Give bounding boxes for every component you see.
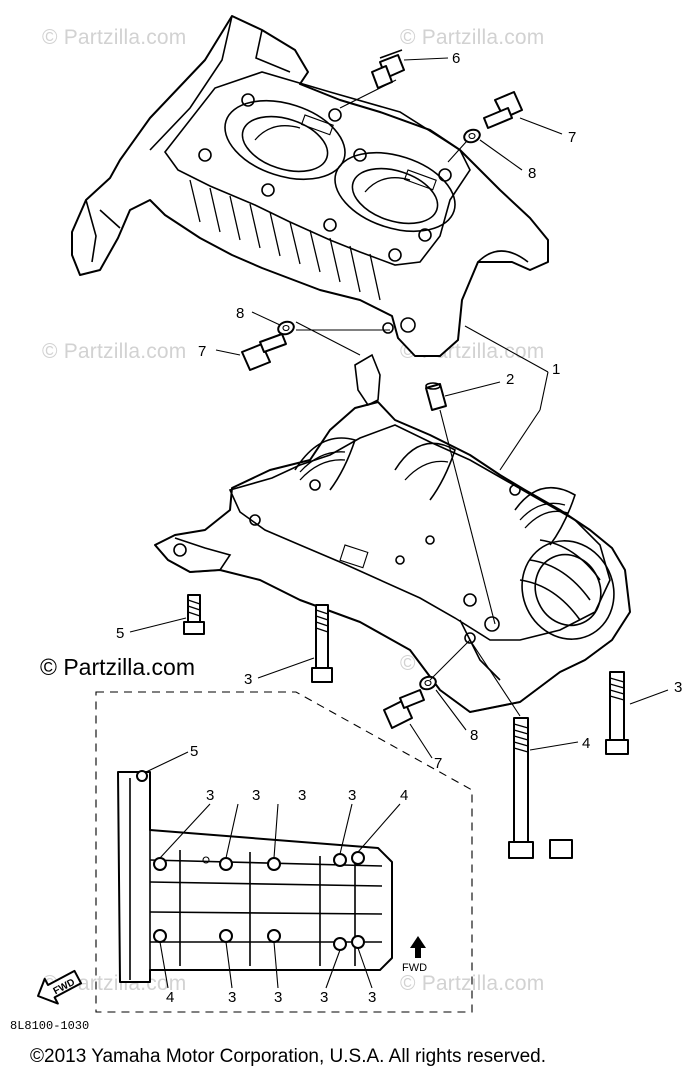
callout-4: 4: [582, 735, 590, 752]
callout-3: 3: [244, 671, 252, 688]
inset-callout-3: 3: [274, 989, 282, 1006]
callout-3: 3: [674, 679, 682, 696]
part-8-washer: [463, 128, 481, 144]
callout-6: 6: [452, 50, 460, 67]
inset-callout-3: 3: [228, 989, 236, 1006]
lower-crankcase: [154, 353, 631, 713]
callout-7: 7: [434, 755, 442, 772]
callout-2: 2: [506, 371, 514, 388]
part-6-plug: [371, 49, 405, 89]
inset-callout-3: 3: [252, 787, 260, 804]
leader-lines: [129, 57, 669, 759]
watermark: © Partzilla.com: [42, 340, 187, 363]
part-3-bolt: [311, 604, 333, 683]
inset-callout-5: 5: [190, 743, 198, 760]
callout-7: 7: [568, 129, 576, 146]
inset-callout-3: 3: [206, 787, 214, 804]
inset-bottom-view: [95, 691, 473, 1013]
inset-callout-3: 3: [320, 989, 328, 1006]
callout-5: 5: [116, 625, 124, 642]
figure-code: 8L8100-1030: [10, 1019, 90, 1033]
inset-fwd-label: FWD: [402, 962, 428, 974]
part-8-washer-lower: [419, 675, 437, 691]
watermark: © Partzilla.com: [400, 26, 545, 49]
part-7-bolt: [483, 91, 523, 129]
callout-1: 1: [552, 361, 560, 378]
brand-watermark: © Partzilla.com: [40, 654, 195, 680]
callout-7: 7: [198, 343, 206, 360]
inset-callout-3: 3: [368, 989, 376, 1006]
callout-8: 8: [528, 165, 536, 182]
part-3-bolt-right: [605, 671, 629, 755]
inset-callout-3: 3: [298, 787, 306, 804]
part-2-dowel: [425, 382, 447, 411]
fwd-direction-arrow: FWD: [37, 969, 83, 1005]
copyright-notice: ©2013 Yamaha Motor Corporation, U.S.A. A…: [30, 1046, 546, 1067]
watermark: © Partzilla.com: [42, 26, 187, 49]
inset-callout-3: 3: [348, 787, 356, 804]
callout-8: 8: [236, 305, 244, 322]
inset-callout-4: 4: [400, 787, 408, 804]
inset-callout-4: 4: [166, 989, 174, 1006]
upper-crankcase: [71, 15, 549, 357]
part-8-washer-left: [277, 320, 295, 336]
callout-8: 8: [470, 727, 478, 744]
part-5-bolt: [183, 594, 205, 635]
part-4-bolt: [508, 717, 573, 859]
part-7-bolt-lower: [383, 689, 425, 729]
part-7-bolt-left: [241, 333, 287, 371]
